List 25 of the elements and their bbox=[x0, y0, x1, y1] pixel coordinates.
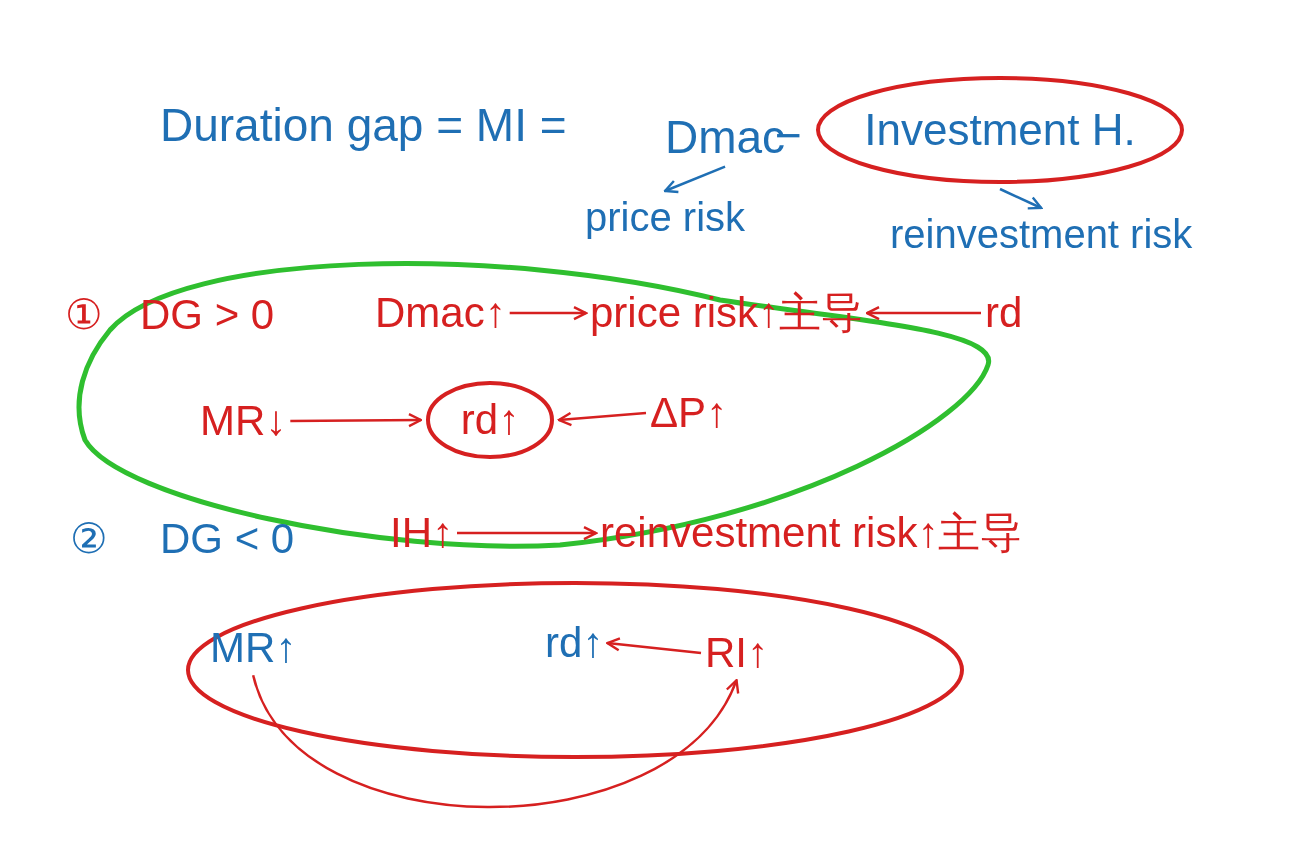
note-text: Investment H. bbox=[864, 105, 1136, 155]
note-text: Duration gap = MI = bbox=[160, 100, 567, 151]
arrow bbox=[557, 411, 647, 427]
note-text: rd↑ bbox=[545, 620, 604, 667]
note-text: rd↑ bbox=[460, 396, 520, 444]
arrow bbox=[290, 412, 423, 428]
note-text: rd bbox=[985, 290, 1023, 337]
arrow bbox=[457, 525, 598, 541]
note-text: MR↓ bbox=[200, 398, 287, 445]
note-text: reinvestment risk bbox=[890, 212, 1193, 256]
arrow bbox=[865, 305, 981, 321]
arrow bbox=[606, 637, 702, 655]
arrow bbox=[999, 187, 1043, 210]
note-text: DG > 0 bbox=[140, 292, 275, 339]
note-text: MR↑ bbox=[210, 625, 297, 672]
arrow bbox=[509, 305, 588, 321]
note-text: Dmac↑ bbox=[375, 290, 506, 337]
note-text: ① bbox=[65, 292, 103, 339]
arrow bbox=[252, 674, 738, 809]
note-text: price risk bbox=[585, 195, 746, 239]
note-text: RI↑ bbox=[705, 630, 768, 677]
note-text: DG < 0 bbox=[160, 516, 295, 563]
note-text: ② bbox=[70, 516, 108, 563]
arrow bbox=[663, 165, 726, 194]
note-text: ΔP↑ bbox=[650, 390, 728, 437]
